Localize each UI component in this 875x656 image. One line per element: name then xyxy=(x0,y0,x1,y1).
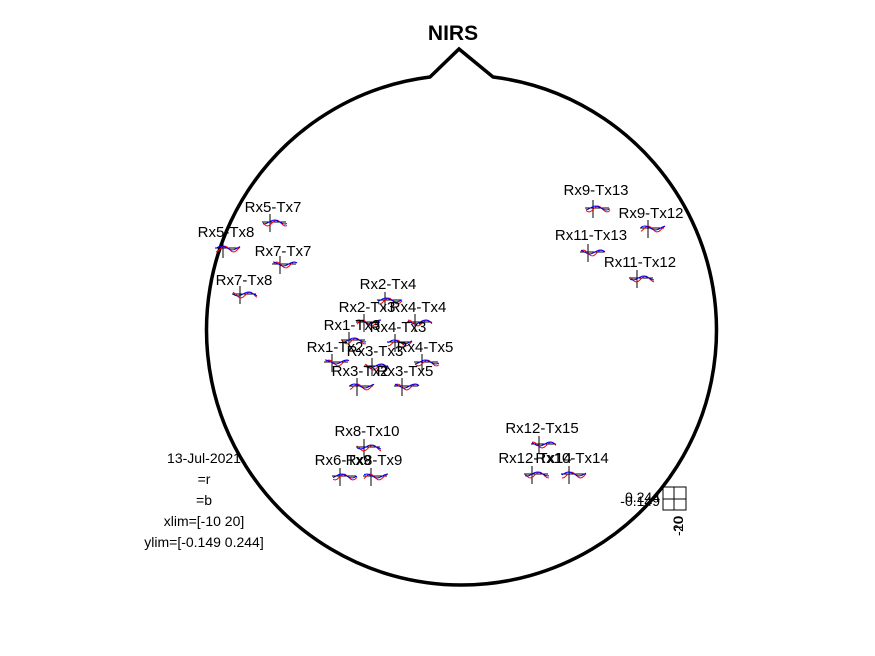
trace-r xyxy=(524,471,550,479)
channel-rx6-tx9: Rx6-Tx9 xyxy=(315,452,372,486)
ylim-label: ylim=[-0.149 0.244] xyxy=(144,534,263,550)
channel-rx4-tx4: Rx4-Tx4 xyxy=(390,299,447,332)
trace-r xyxy=(341,337,367,345)
trace-r xyxy=(324,359,350,367)
trace-b xyxy=(407,319,433,325)
channel-rx5-tx8: Rx5-Tx8 xyxy=(198,224,255,258)
trace-b xyxy=(349,383,375,389)
legend-r-label: =r xyxy=(198,471,211,487)
channel-rx7-tx8: Rx7-Tx8 xyxy=(216,272,273,304)
channel-label: Rx3-Tx3 xyxy=(347,343,404,360)
trace-b xyxy=(341,337,367,343)
trace-r xyxy=(387,339,413,347)
trace-b xyxy=(629,275,655,281)
channel-label: Rx9-Tx13 xyxy=(563,182,628,199)
trace-b xyxy=(356,319,381,325)
channel-label: Rx4-Tx5 xyxy=(397,339,454,356)
date-label: 13-Jul-2021 xyxy=(167,450,241,466)
channel-label: Rx5-Tx8 xyxy=(198,224,255,241)
scale-box: 0.244 -0.149 -10 20 xyxy=(620,486,687,536)
channel-rx8-tx10: Rx8-Tx10 xyxy=(334,423,400,457)
trace-b xyxy=(580,249,606,255)
channel-label: Rx5-Tx7 xyxy=(245,199,302,216)
scale-xmax-label: 20 xyxy=(670,516,686,532)
trace-r xyxy=(561,471,587,479)
channel-label: Rx11-Tx12 xyxy=(604,254,676,271)
trace-b xyxy=(585,205,611,211)
trace-b xyxy=(531,441,557,447)
trace-r xyxy=(215,245,241,253)
scale-ymax-label: 0.244 xyxy=(625,489,660,505)
channel-rx9-tx12: Rx9-Tx12 xyxy=(618,205,684,238)
trace-b xyxy=(272,261,298,267)
channel-rx11-tx13: Rx11-Tx13 xyxy=(555,227,627,262)
channel-label: Rx6-Tx9 xyxy=(315,452,372,469)
trace-b xyxy=(263,219,288,225)
channel-label: Rx4-Tx3 xyxy=(370,319,427,336)
channel-rx5-tx7: Rx5-Tx7 xyxy=(245,199,302,232)
trace-b xyxy=(394,383,420,389)
channel-label: Rx7-Tx7 xyxy=(255,243,312,260)
trace-b xyxy=(232,291,258,297)
channel-rx4-tx5: Rx4-Tx5 xyxy=(397,339,454,372)
head-outline xyxy=(204,46,719,587)
trace-b xyxy=(332,473,358,479)
trace-b xyxy=(364,363,390,369)
trace-b xyxy=(414,359,440,365)
channel-label: Rx11-Tx13 xyxy=(555,227,627,244)
xlim-label: xlim=[-10 20] xyxy=(164,513,245,529)
trace-b xyxy=(324,359,350,365)
channel-label: Rx4-Tx4 xyxy=(390,299,447,316)
channel-label: Rx8-Tx10 xyxy=(334,423,399,440)
channel-label: Rx3-Tx2 xyxy=(332,363,389,380)
trace-b xyxy=(561,471,587,477)
trace-b xyxy=(356,444,382,450)
trace-r xyxy=(377,297,403,305)
channel-rx3-tx2: Rx3-Tx2 xyxy=(332,363,389,396)
scale-xmin-label: -10 xyxy=(670,516,686,536)
trace-b xyxy=(524,471,549,477)
info-panel: 13-Jul-2021 =r =b xlim=[-10 20] ylim=[-0… xyxy=(144,450,263,550)
channel-rx12-tx15: Rx12-Tx15 xyxy=(505,420,579,454)
channel-rx11-tx12: Rx11-Tx12 xyxy=(604,254,676,288)
channel-label: Rx2-Tx4 xyxy=(360,276,417,293)
channel-rx3-tx3: Rx3-Tx3 xyxy=(347,343,404,376)
channel-label: Rx7-Tx8 xyxy=(216,272,273,289)
channel-label: Rx12-Tx14 xyxy=(498,450,571,467)
scale-ymin-label: -0.149 xyxy=(620,493,660,509)
trace-r xyxy=(332,473,358,481)
legend-b-label: =b xyxy=(196,492,212,508)
trace-b xyxy=(640,225,666,231)
channel-rx4-tx3: Rx4-Tx3 xyxy=(370,319,427,352)
trace-b xyxy=(377,297,403,303)
channel-rx12-tx14: Rx12-Tx14 xyxy=(498,450,572,484)
channel-label: Rx10-Tx14 xyxy=(535,450,608,467)
channel-label: Rx9-Tx12 xyxy=(618,205,683,222)
channel-label: Rx1-Tx2 xyxy=(307,339,364,356)
channel-label: Rx8-Tx9 xyxy=(346,452,403,469)
channel-label: Rx12-Tx15 xyxy=(505,420,578,437)
plot-title: NIRS xyxy=(428,22,478,45)
channel-rx1-tx2: Rx1-Tx2 xyxy=(307,339,364,372)
channel-rx7-tx7: Rx7-Tx7 xyxy=(255,243,312,274)
trace-b xyxy=(387,339,413,345)
channel-rx9-tx13: Rx9-Tx13 xyxy=(563,182,629,218)
channel-rx10-tx14: Rx10-Tx14 xyxy=(535,450,609,484)
channel-rx3-tx5: Rx3-Tx5 xyxy=(377,363,434,396)
channel-label: Rx3-Tx5 xyxy=(377,363,434,380)
trace-b xyxy=(363,473,389,479)
channel-rx1-tx3: Rx1-Tx3 xyxy=(324,317,381,350)
channel-label: Rx1-Tx3 xyxy=(324,317,381,334)
channel-rx2-tx4: Rx2-Tx4 xyxy=(360,276,417,310)
channel-rx2-tx3: Rx2-Tx3 xyxy=(339,299,396,332)
channel-rx8-tx9: Rx8-Tx9 xyxy=(346,452,403,486)
channel-label: Rx2-Tx3 xyxy=(339,299,396,316)
trace-b xyxy=(215,245,241,251)
